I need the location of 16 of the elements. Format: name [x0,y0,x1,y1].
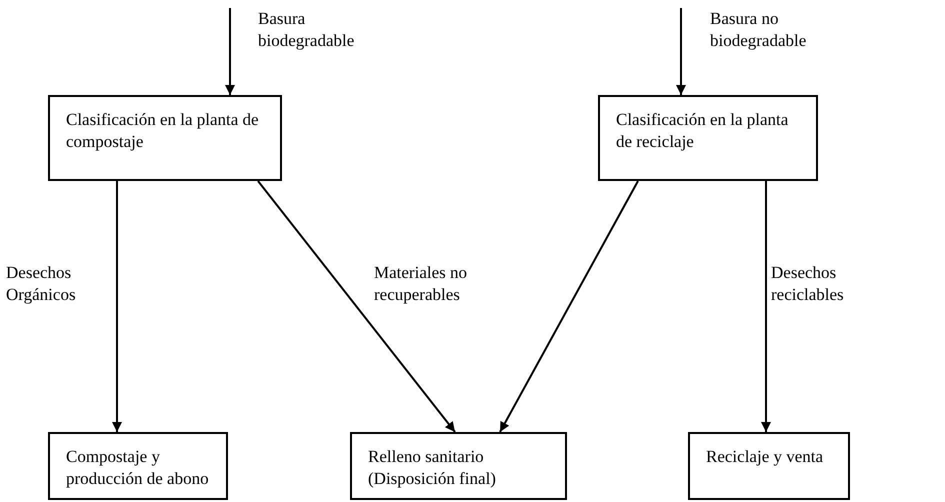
process-box [350,432,567,500]
box-text: Reciclaje y venta [706,446,824,468]
arrow [761,181,771,432]
box-text: Compostaje y producción de abono [66,446,210,490]
box-text: Clasificación en la planta de compostaje [66,109,260,153]
process-box [598,95,818,181]
box-text: Clasificación en la planta de reciclaje [616,109,790,153]
process-box [48,432,228,500]
arrow [112,181,122,432]
arrow [499,180,639,432]
process-box [688,432,850,500]
process-box [48,95,282,181]
box-text: Relleno sanitario (Disposición final) [368,446,497,490]
arrow [225,8,235,95]
arrow [676,8,686,95]
arrow [257,180,456,433]
